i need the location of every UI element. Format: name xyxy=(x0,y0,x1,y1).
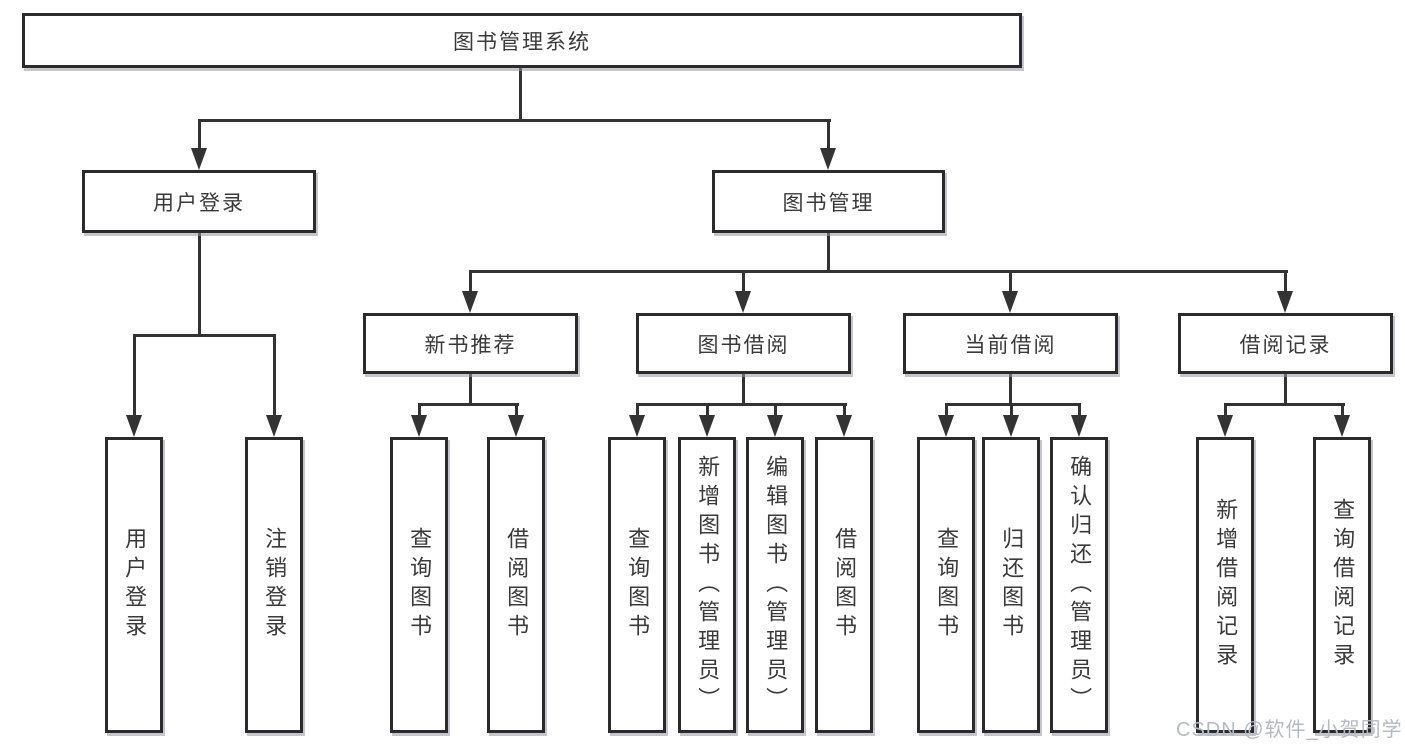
connector-line xyxy=(469,374,472,405)
arrow-down-icon xyxy=(1003,415,1019,437)
node-label: 用户登录 xyxy=(153,191,245,215)
arrow-down-icon xyxy=(508,415,524,437)
arrow-down-icon xyxy=(191,148,207,170)
connector-line xyxy=(198,119,201,150)
leaf-add-book-admin: 新增图书（管理员） xyxy=(678,437,736,733)
node-label: 用户登录 xyxy=(122,527,148,643)
node-label: 图书管理 xyxy=(782,191,875,215)
node-label: 借阅记录 xyxy=(1239,333,1332,357)
connector-line xyxy=(418,403,421,417)
node-new-book-recommend: 新书推荐 xyxy=(363,313,578,374)
connector-line xyxy=(636,403,639,417)
node-label: 编辑图书（管理员） xyxy=(763,454,789,716)
connector-line xyxy=(273,334,276,417)
arrow-down-icon xyxy=(836,415,852,437)
connector-line xyxy=(469,270,472,293)
node-label: 新书推荐 xyxy=(424,333,517,357)
arrow-down-icon xyxy=(1002,291,1018,313)
node-label: 查询图书 xyxy=(625,527,651,643)
connector-line xyxy=(636,403,847,406)
connector-line xyxy=(706,403,709,417)
connector-line xyxy=(198,233,201,336)
connector-line xyxy=(774,403,777,417)
csdn-watermark: CSDN @软件_小贺同学 xyxy=(1176,719,1403,741)
connector-line xyxy=(843,403,846,417)
node-book-management: 图书管理 xyxy=(712,170,945,233)
leaf-query-book-borrow: 查询图书 xyxy=(608,437,666,733)
node-label: 借阅图书 xyxy=(504,527,530,643)
node-label: 借阅图书 xyxy=(832,527,858,643)
node-label: 查询图书 xyxy=(934,527,960,643)
arrow-down-icon xyxy=(1334,415,1350,437)
arrow-down-icon xyxy=(820,148,836,170)
node-library-system: 图书管理系统 xyxy=(22,13,1022,68)
connector-line xyxy=(418,403,519,406)
connector-line xyxy=(742,270,745,293)
arrow-down-icon xyxy=(1217,415,1233,437)
connector-line xyxy=(1010,403,1013,417)
leaf-borrow-book-recommend: 借阅图书 xyxy=(487,437,545,733)
node-label: 新增借阅记录 xyxy=(1213,498,1239,672)
leaf-query-book-recommend: 查询图书 xyxy=(390,437,448,733)
node-label: 当前借阅 xyxy=(964,333,1057,357)
arrow-down-icon xyxy=(462,291,478,313)
connector-line xyxy=(198,119,831,122)
node-label: 新增图书（管理员） xyxy=(695,454,721,716)
connector-line xyxy=(827,119,830,150)
leaf-return-book: 归还图书 xyxy=(982,437,1040,733)
arrow-down-icon xyxy=(411,415,427,437)
leaf-query-borrow-record: 查询借阅记录 xyxy=(1313,437,1371,733)
leaf-query-book-current: 查询图书 xyxy=(917,437,975,733)
connector-line xyxy=(515,403,518,417)
node-label: 确认归还（管理员） xyxy=(1067,454,1093,716)
connector-line xyxy=(1224,403,1345,406)
node-user-login: 用户登录 xyxy=(82,170,316,233)
node-label: 查询借阅记录 xyxy=(1330,498,1356,672)
connector-line xyxy=(945,403,948,417)
node-label: 归还图书 xyxy=(999,527,1025,643)
connector-line xyxy=(1284,270,1287,293)
node-borrow-record: 借阅记录 xyxy=(1178,313,1393,374)
arrow-down-icon xyxy=(1071,415,1087,437)
connector-line xyxy=(1284,374,1287,405)
node-current-borrow: 当前借阅 xyxy=(903,313,1118,374)
node-label: 图书管理系统 xyxy=(453,30,591,54)
connector-line xyxy=(945,403,1081,406)
connector-line xyxy=(742,374,745,405)
arrow-down-icon xyxy=(735,291,751,313)
arrow-down-icon xyxy=(266,415,282,437)
node-label: 图书借阅 xyxy=(697,333,790,357)
arrow-down-icon xyxy=(629,415,645,437)
connector-line xyxy=(1078,403,1081,417)
arrow-down-icon xyxy=(767,415,783,437)
connector-line xyxy=(1341,403,1344,417)
leaf-user-login: 用户登录 xyxy=(105,437,163,733)
leaf-add-borrow-record: 新增借阅记录 xyxy=(1196,437,1254,733)
connector-line xyxy=(469,270,1288,273)
connector-line xyxy=(827,233,830,273)
node-label: 注销登录 xyxy=(262,527,288,643)
arrow-down-icon xyxy=(1277,291,1293,313)
connector-line xyxy=(1009,374,1012,405)
leaf-edit-book-admin: 编辑图书（管理员） xyxy=(746,437,804,733)
connector-line xyxy=(1009,270,1012,293)
arrow-down-icon xyxy=(699,415,715,437)
arrow-down-icon xyxy=(938,415,954,437)
arrow-down-icon xyxy=(126,415,142,437)
node-book-borrow: 图书借阅 xyxy=(636,313,851,374)
leaf-logout-login: 注销登录 xyxy=(245,437,303,733)
connector-line xyxy=(133,334,136,417)
connector-line xyxy=(133,334,276,337)
connector-line xyxy=(519,68,522,122)
leaf-confirm-return-admin: 确认归还（管理员） xyxy=(1050,437,1108,733)
leaf-borrow-book: 借阅图书 xyxy=(815,437,873,733)
connector-line xyxy=(1224,403,1227,417)
node-label: 查询图书 xyxy=(407,527,433,643)
